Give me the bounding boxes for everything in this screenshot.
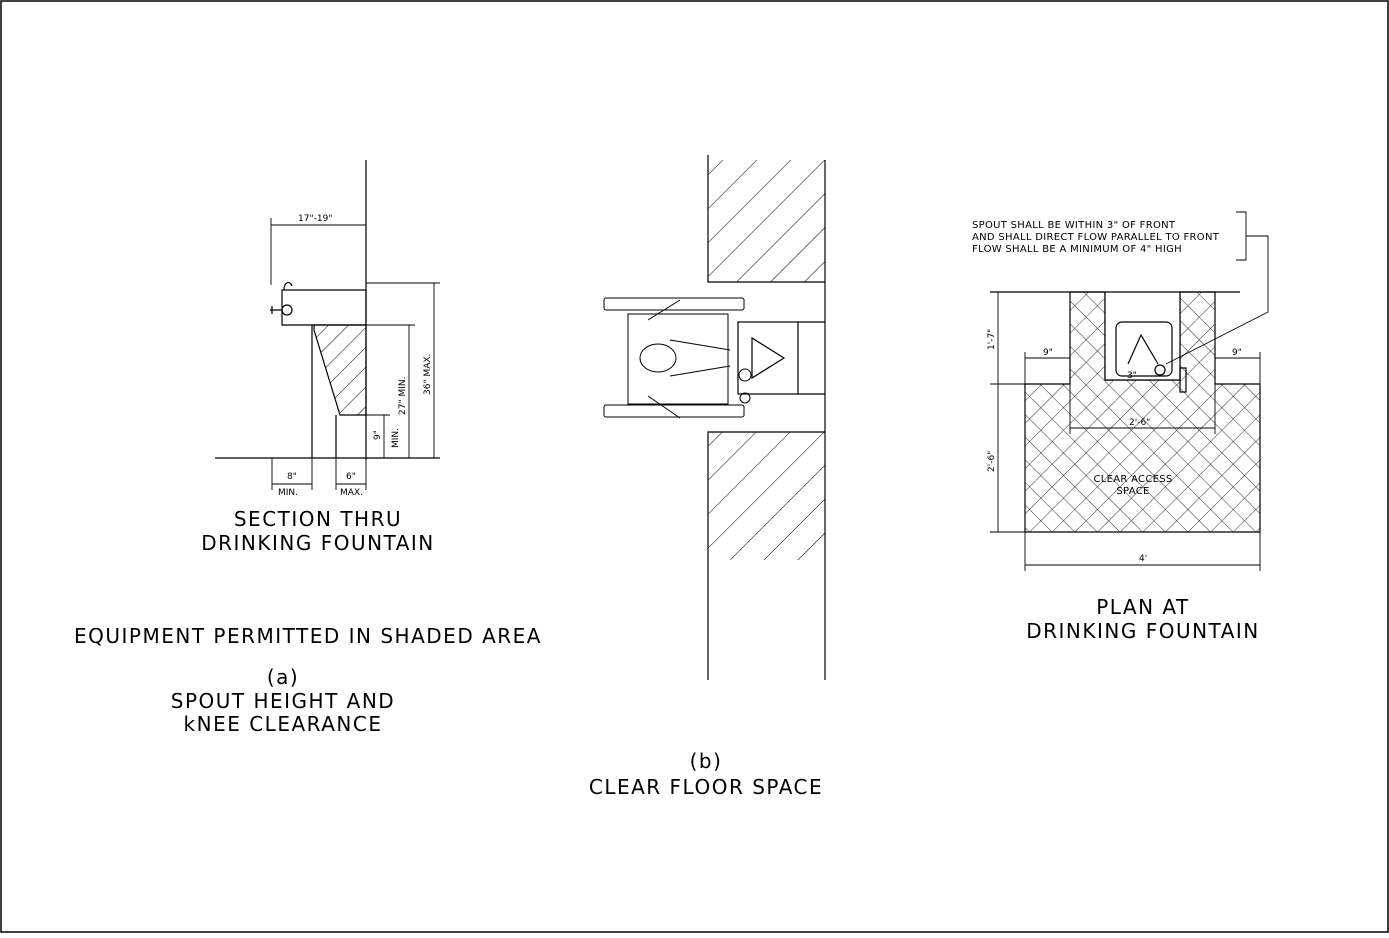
plan-fountain-edges — [798, 321, 825, 395]
plan-fountain-box — [737, 321, 799, 395]
plan-fountain-bowl — [1115, 321, 1173, 377]
section-title-line1: SECTION THRU — [234, 507, 402, 531]
dim-side-left-label: 9" — [1043, 348, 1053, 358]
note-leader — [1165, 235, 1269, 365]
dim-toe-min-label: MIN. — [391, 428, 401, 448]
dim-depth-label: 8" — [287, 472, 297, 482]
dim-toedepth-max-label: MAX. — [340, 488, 363, 498]
dim-depth-min-label: MIN. — [278, 488, 298, 498]
dim-toedepth-label: 6" — [346, 472, 356, 482]
plan-fountain-basin — [751, 336, 786, 380]
equipment-note: EQUIPMENT PERMITTED IN SHADED AREA — [74, 624, 542, 648]
plan-note-line1: SPOUT SHALL BE WITHIN 3" OF FRONT — [972, 220, 1176, 231]
fountain-top — [281, 289, 367, 326]
section-drawing — [215, 160, 440, 490]
caption-a-label: (a) — [267, 665, 299, 689]
spout-head — [283, 281, 293, 291]
fountain-basin — [313, 324, 367, 416]
plan-spout — [1154, 364, 1166, 376]
dim-toe-label: 9" — [373, 430, 383, 440]
dim-side-right-label: 9" — [1232, 348, 1242, 358]
lower-wall-hatch — [708, 432, 825, 560]
upper-wall-hatch — [708, 160, 825, 282]
area-label-line1: CLEAR ACCESS — [1093, 474, 1172, 485]
dim-upper-label: 1'-7" — [987, 329, 997, 350]
wheelchair-icon — [603, 297, 752, 419]
caption-b-label: (b) — [690, 749, 723, 773]
section-title-line2: DRINKING FOUNTAIN — [201, 531, 435, 555]
spout-nozzle — [270, 306, 282, 314]
caption-a-line1: SPOUT HEIGHT AND — [171, 689, 395, 713]
plan-note-line3: FLOW SHALL BE A MINIMUM OF 4" HIGH — [972, 244, 1182, 255]
dim-small-label: 3" — [1127, 371, 1137, 381]
fountain-spout — [281, 304, 293, 316]
plan-title-line2: DRINKING FOUNTAIN — [1026, 619, 1260, 643]
dim-width-label-plan: 4' — [1139, 554, 1147, 564]
dim-alcove-label: 2'-6" — [1129, 418, 1150, 428]
note-bracket — [1236, 211, 1247, 261]
plan-alcove — [1104, 292, 1181, 381]
plan-title-line1: PLAN AT — [1096, 595, 1190, 619]
plan-spout-triangle — [1127, 333, 1159, 365]
plan-drawing — [990, 211, 1269, 571]
dim-height-label: 36" MAX. — [423, 354, 433, 395]
dim-knee-label: 27" MIN. — [398, 377, 408, 415]
caption-a-line2: kNEE CLEARANCE — [184, 712, 383, 736]
dim-lower-label: 2'-6" — [987, 451, 997, 472]
area-label-line2: SPACE — [1116, 486, 1149, 497]
dim-width-label: 17"-19" — [298, 214, 332, 224]
plan-control — [1179, 367, 1187, 393]
plan-note-line2: AND SHALL DIRECT FLOW PARALLEL TO FRONT — [972, 232, 1220, 243]
floor-space-drawing — [603, 155, 826, 680]
caption-b-line1: CLEAR FLOOR SPACE — [589, 775, 823, 799]
